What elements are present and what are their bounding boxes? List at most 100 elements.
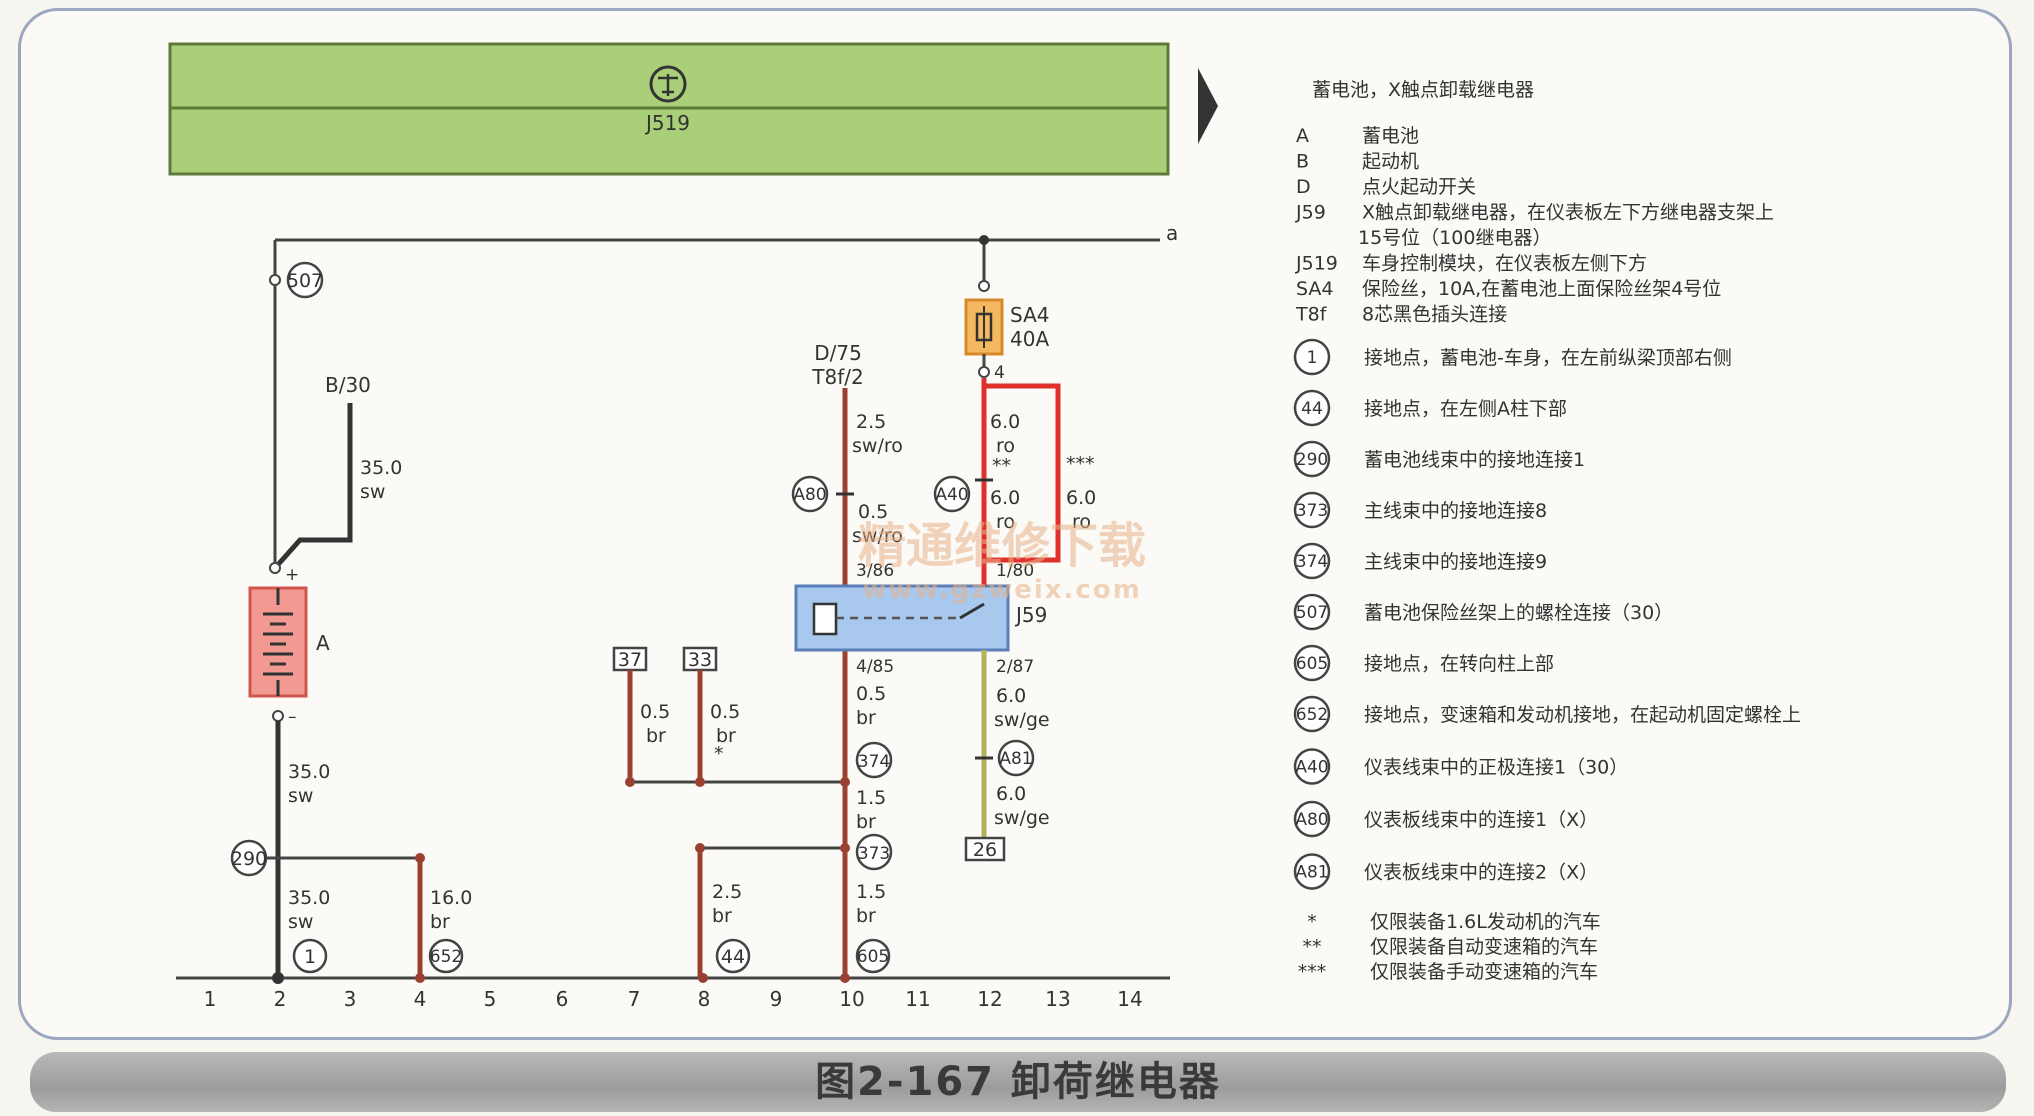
svg-text:*: * — [714, 743, 724, 765]
legend-ground-code: A40 — [1295, 758, 1328, 778]
svg-text:1.5: 1.5 — [856, 881, 886, 903]
figure-caption: 图2-167 卸荷继电器 — [815, 1059, 1221, 1105]
legend-code: J519 — [1295, 253, 1338, 275]
legend-note-text: 仅限装备1.6L发动机的汽车 — [1370, 911, 1601, 933]
legend-ground-code: 373 — [1296, 501, 1328, 521]
battery-circuit: 507 B/30 35.0 sw + A – 35.0 sw 290 35.0 — [230, 240, 472, 978]
svg-text:0.5: 0.5 — [640, 701, 670, 723]
svg-text:2.5: 2.5 — [856, 411, 886, 433]
j519-label: J519 — [644, 111, 690, 135]
connector-a81 — [997, 739, 1035, 777]
svg-text:***: *** — [1066, 453, 1095, 475]
legend-ground-text: 蓄电池线束中的接地连接1 — [1364, 449, 1585, 471]
svg-text:0.5: 0.5 — [856, 683, 886, 705]
wire-j59-287: 6.0 sw/ge A81 6.0 sw/ge 26 — [964, 650, 1050, 862]
legend-text: 8芯黑色插头连接 — [1362, 304, 1507, 326]
legend-ground-symbol — [1293, 389, 1331, 427]
j519-control-module: J519 — [168, 42, 1170, 176]
svg-text:6.0: 6.0 — [990, 487, 1020, 509]
svg-text:4: 4 — [994, 363, 1005, 383]
svg-text:6.0: 6.0 — [990, 411, 1020, 433]
svg-text:+: + — [285, 565, 299, 585]
svg-text:A40: A40 — [935, 485, 968, 505]
legend-ground-code: 605 — [1296, 654, 1328, 674]
svg-text:sw/ro: sw/ro — [852, 435, 903, 457]
svg-text:br: br — [856, 707, 876, 729]
wire-b30 — [273, 403, 353, 570]
j59-relay: 3/86 1/80 J59 4/85 2/87 — [794, 561, 1047, 677]
bus-line-a-label: a — [1166, 221, 1178, 245]
legend-ground-code: 1 — [1307, 348, 1318, 368]
svg-text:br: br — [856, 811, 876, 833]
svg-text:sw/ro: sw/ro — [852, 525, 903, 547]
legend-ground-symbol — [1293, 800, 1331, 838]
svg-text:www.gzweix.com: www.gzweix.com — [862, 575, 1142, 605]
legend-code: SA4 — [1296, 278, 1334, 300]
legend-ground-text: 主线束中的接地连接9 — [1364, 551, 1547, 573]
svg-text:T8f/2: T8f/2 — [811, 365, 863, 389]
svg-text:br: br — [430, 911, 450, 933]
legend-ground-code: 652 — [1296, 705, 1328, 725]
svg-text:26: 26 — [973, 839, 997, 861]
svg-text:br: br — [712, 905, 732, 927]
battery-label: A — [316, 631, 330, 655]
svg-text:6.0: 6.0 — [996, 783, 1026, 805]
svg-text:1.5: 1.5 — [856, 787, 886, 809]
svg-text:ro: ro — [996, 511, 1015, 533]
svg-text:374: 374 — [858, 752, 890, 772]
legend-text: 蓄电池 — [1362, 125, 1419, 147]
svg-text:507: 507 — [287, 270, 323, 292]
grid-number: 6 — [556, 987, 569, 1011]
svg-text:35.0: 35.0 — [288, 761, 330, 783]
legend-ground-text: 仪表线束中的正极连接1（30） — [1364, 757, 1628, 779]
legend-code: T8f — [1295, 304, 1328, 326]
legend-ground-code: 44 — [1301, 399, 1323, 419]
legend-code: A — [1296, 125, 1309, 147]
svg-text:sw: sw — [288, 911, 313, 933]
b30-label: B/30 — [325, 373, 371, 397]
svg-text:1: 1 — [304, 946, 316, 968]
connector-374 — [855, 741, 893, 779]
grid-number: 13 — [1045, 987, 1070, 1011]
legend-ground-code: 374 — [1296, 552, 1328, 572]
svg-text:ro: ro — [996, 435, 1015, 457]
svg-text:6.0: 6.0 — [996, 685, 1026, 707]
svg-text:0.5: 0.5 — [858, 501, 888, 523]
svg-text:sw/ge: sw/ge — [994, 807, 1050, 829]
grid-number: 4 — [414, 987, 427, 1011]
legend-ground-symbol — [1293, 748, 1331, 785]
svg-text:D/75: D/75 — [814, 341, 862, 365]
legend-ground-symbol — [1293, 542, 1331, 580]
grid-number: 2 — [274, 987, 287, 1011]
grid-number: 11 — [905, 987, 930, 1011]
connector-a40 — [933, 475, 971, 513]
svg-text:2/87: 2/87 — [996, 657, 1034, 677]
legend-title: 蓄电池，X触点卸载继电器 — [1312, 79, 1534, 101]
svg-text:33: 33 — [688, 649, 712, 671]
legend-ground-text: 仪表板线束中的连接2（X） — [1364, 862, 1598, 884]
svg-text:0.5: 0.5 — [710, 701, 740, 723]
svg-text:1/80: 1/80 — [996, 561, 1034, 581]
legend-ground-symbol — [1293, 853, 1331, 890]
svg-text:**: ** — [992, 455, 1011, 477]
connector-373 — [855, 833, 893, 871]
legend-ground-code: 507 — [1296, 603, 1328, 623]
svg-text:sw: sw — [288, 785, 313, 807]
connector-a80 — [791, 475, 829, 513]
svg-text:2.5: 2.5 — [712, 881, 742, 903]
watermark: 精通维修下载 www.gzweix.com — [858, 518, 1146, 605]
legend-text: 保险丝，10A,在蓄电池上面保险丝架4号位 — [1362, 278, 1721, 300]
svg-text:sw: sw — [360, 481, 385, 503]
legend-ground-symbol — [1293, 593, 1331, 631]
grid-number: 7 — [628, 987, 641, 1011]
svg-text:290: 290 — [231, 848, 267, 870]
module-symbol-icon — [649, 65, 687, 103]
legend-ground-text: 仪表板线束中的连接1（X） — [1364, 809, 1598, 831]
legend-note-text: 仅限装备手动变速箱的汽车 — [1370, 961, 1598, 983]
grid-number: 3 — [344, 987, 357, 1011]
legend-code: D — [1296, 176, 1311, 198]
grid-number: 5 — [484, 987, 497, 1011]
connector-507 — [286, 261, 324, 299]
